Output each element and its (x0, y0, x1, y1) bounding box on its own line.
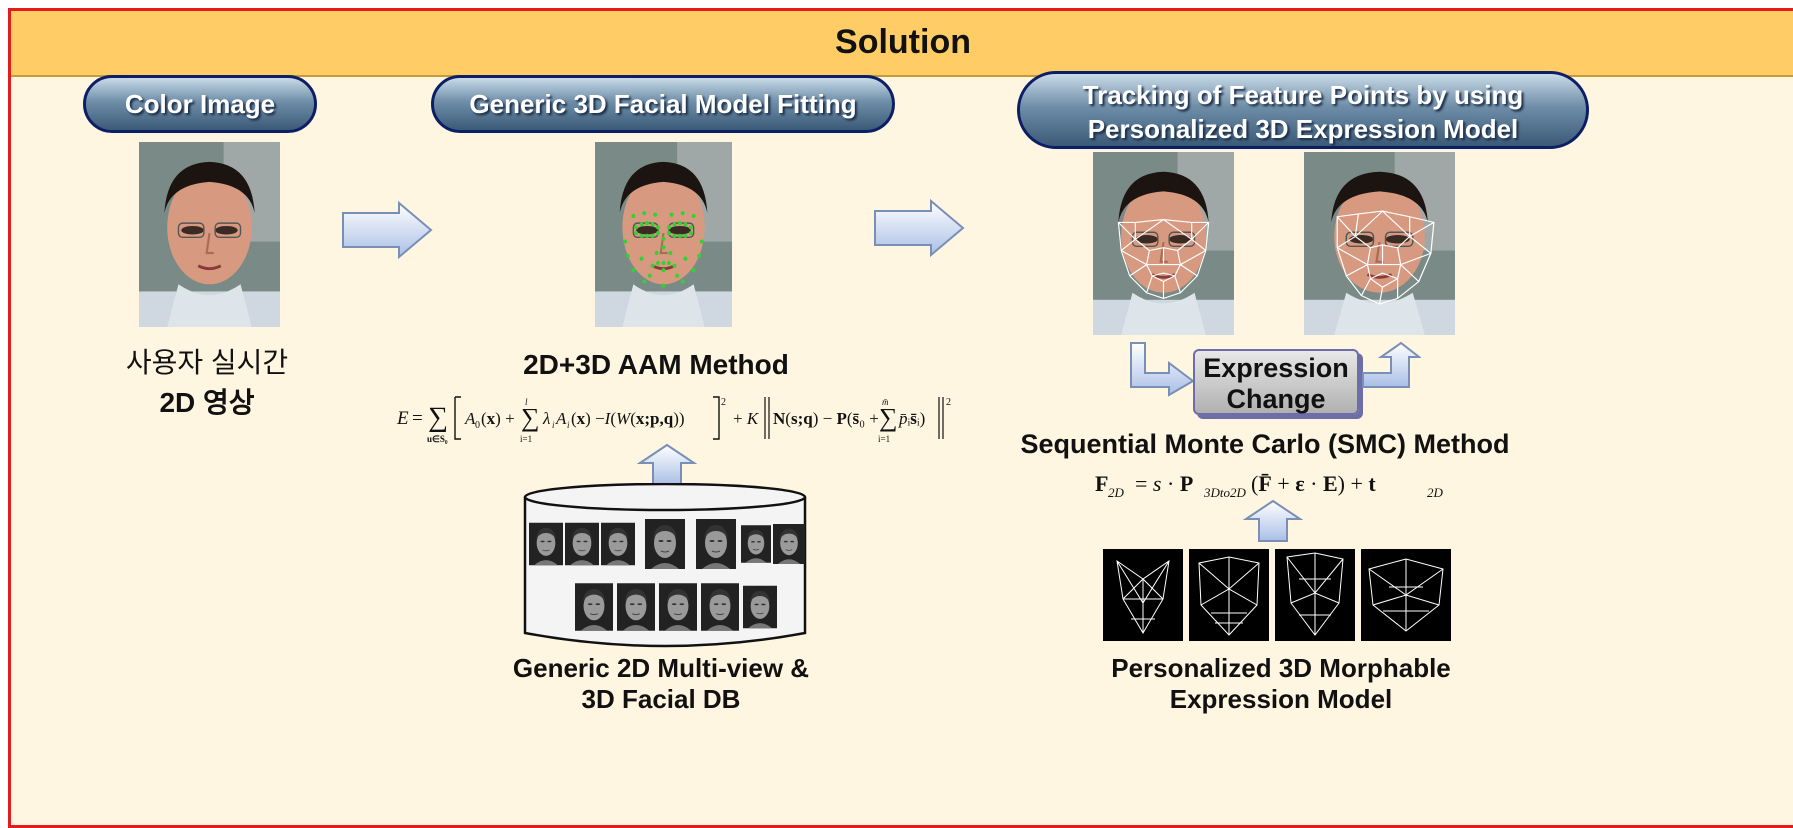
svg-text:2: 2 (946, 397, 951, 408)
svg-text:m̄: m̄ (882, 397, 889, 407)
smc-formula-svg: F 2D = s · P 3Dto2D (F̄ + ε · E) + t 2D (1095, 471, 1444, 500)
realtime-video-caption-line1: 사용자 실시간 (125, 347, 289, 378)
expression-model-meshes (1103, 549, 1451, 641)
realtime-video-caption-line2: 2D 영상 (159, 387, 255, 418)
svg-text:u∈S₀: u∈S₀ (427, 434, 448, 444)
up-arrow-icon-model (1243, 499, 1303, 542)
aam-formula-svg: E = ∑ u∈S₀ A 0 (x) + ∑ l i=1 λ i A i (x)… (396, 396, 951, 444)
expression-change-line1: Expression (1203, 353, 1349, 383)
db-thumbnails-row1 (529, 519, 805, 569)
mesh-overlay (1117, 218, 1210, 299)
color-image-pill: Color Image (83, 75, 317, 133)
right-arrow-icon (342, 201, 433, 259)
svg-text:i: i (552, 420, 555, 430)
facial-db-caption-line1: Generic 2D Multi-view & (512, 653, 810, 683)
svg-text:3Dto2D: 3Dto2D (1203, 485, 1247, 500)
svg-text:N(s;q) − P(s̄₀ +: N(s;q) − P(s̄₀ + (773, 409, 879, 428)
feature-points (623, 211, 704, 288)
facial-db-caption: Generic 2D Multi-view & 3D Facial DB (481, 653, 841, 715)
expression-change-box: Expression Change (1193, 349, 1359, 415)
title-bar: Solution (11, 11, 1793, 77)
svg-text:=: = (412, 408, 423, 429)
tracking-pill-line1: Tracking of Feature Points by using (1082, 80, 1524, 110)
svg-text:2D: 2D (1108, 485, 1125, 500)
aam-energy-formula: E = ∑ u∈S₀ A 0 (x) + ∑ l i=1 λ i A i (x)… (395, 391, 955, 447)
page-title: Solution (835, 23, 971, 61)
svg-text:+ K: + K (733, 409, 760, 428)
svg-text:F: F (1095, 471, 1108, 496)
svg-text:2: 2 (721, 397, 726, 408)
svg-text:i: i (567, 420, 570, 430)
svg-text:i=1: i=1 (878, 434, 890, 444)
svg-text:λ: λ (542, 409, 550, 428)
smc-formula: F 2D = s · P 3Dto2D (F̄ + ε · E) + t 2D (1091, 461, 1461, 505)
svg-text:(x) +: (x) + (481, 409, 515, 428)
morphable-model-caption: Personalized 3D Morphable Expression Mod… (1081, 653, 1481, 715)
svg-text:l: l (525, 397, 528, 407)
svg-text:(x) −I(W(x;p,q)): (x) −I(W(x;p,q)) (571, 409, 685, 428)
svg-text:0: 0 (475, 420, 480, 431)
right-arrow-icon-2 (874, 199, 965, 257)
svg-text:A: A (464, 409, 476, 428)
svg-text:∑: ∑ (879, 403, 898, 432)
model-fitting-label: Generic 3D Facial Model Fitting (469, 89, 857, 119)
svg-text:p̄ᵢs̄ᵢ): p̄ᵢs̄ᵢ) (898, 409, 925, 428)
db-thumbnails-row2 (575, 582, 777, 632)
tracking-pill: Tracking of Feature Points by using Pers… (1017, 71, 1589, 149)
bent-arrow-down-right-icon (1130, 342, 1195, 397)
solution-panel: Solution Color Image 사용자 실시간 2D 영상 Gener… (8, 8, 1793, 828)
smc-method-label: Sequential Monte Carlo (SMC) Method (1020, 429, 1510, 459)
svg-text:i=1: i=1 (520, 434, 532, 444)
expression-change-line2: Change (1226, 384, 1326, 414)
tracked-face-neutral (1093, 152, 1234, 335)
svg-text:2D: 2D (1427, 485, 1444, 500)
mesh-overlay-expression (1336, 210, 1435, 305)
morphable-model-caption-line2: Expression Model (1169, 684, 1393, 714)
svg-text:E: E (396, 408, 409, 429)
svg-text:= s · P: = s · P (1135, 471, 1193, 496)
input-face-photo (139, 142, 280, 327)
facial-db-cylinder (523, 483, 807, 648)
svg-text:∑: ∑ (428, 402, 448, 433)
bent-arrow-up-right-icon (1362, 341, 1421, 388)
morphable-model-caption-line1: Personalized 3D Morphable (1111, 653, 1451, 683)
svg-text:∑: ∑ (521, 403, 540, 432)
color-image-label: Color Image (124, 89, 276, 119)
up-arrow-icon-db (637, 443, 697, 486)
model-fitting-pill: Generic 3D Facial Model Fitting (431, 75, 895, 133)
svg-text:A: A (555, 409, 567, 428)
tracking-pill-line2: Personalized 3D Expression Model (1087, 114, 1519, 144)
facial-db-caption-line2: 3D Facial DB (581, 684, 741, 714)
aam-method-label: 2D+3D AAM Method (523, 349, 789, 380)
tracked-face-expression (1304, 152, 1455, 335)
svg-text:(F̄ + ε · E) + t: (F̄ + ε · E) + t (1251, 471, 1376, 496)
fitted-face-photo (595, 142, 732, 327)
realtime-video-caption: 사용자 실시간 2D 영상 (87, 343, 327, 423)
